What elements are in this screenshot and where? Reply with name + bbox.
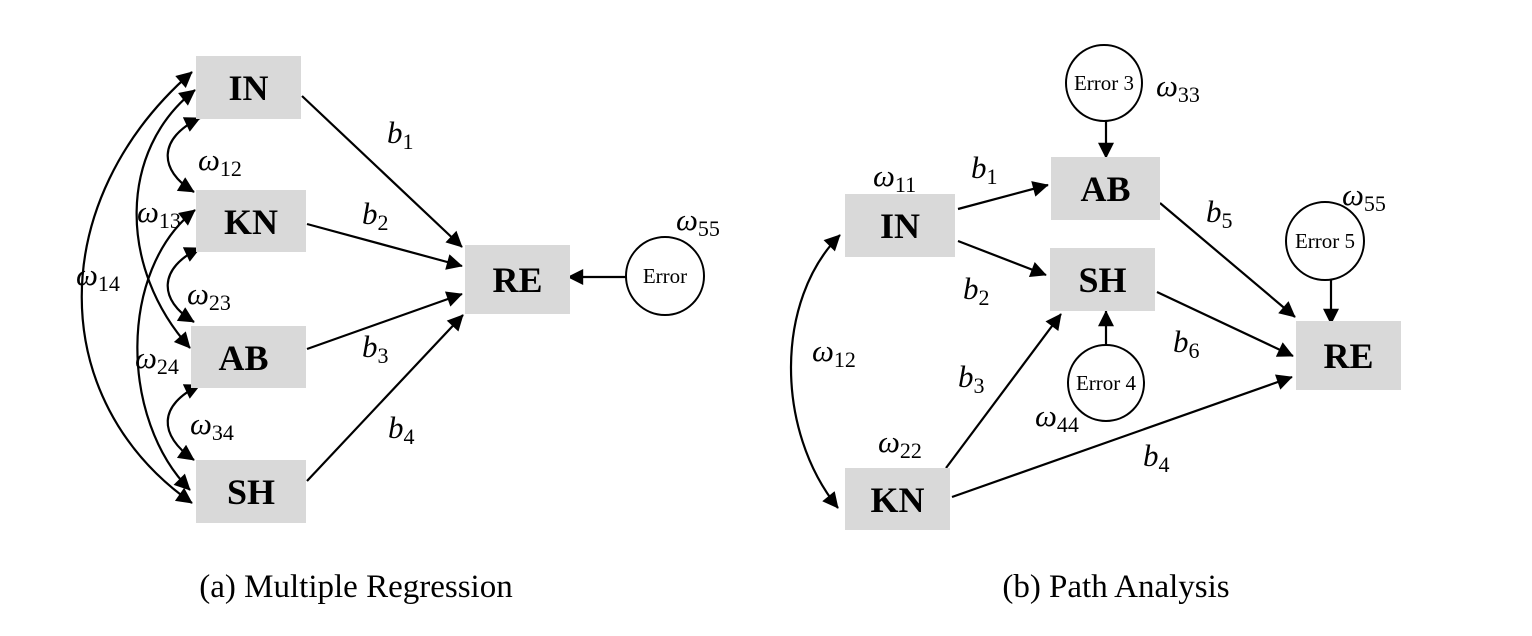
coef-w34: ω34 <box>190 406 234 445</box>
error-4-node: Error 4 <box>1067 344 1145 422</box>
panel-a-covariances <box>80 71 201 504</box>
coef-b-w11: ω11 <box>873 158 916 197</box>
node-sh-b-label: SH <box>1078 260 1126 300</box>
error-4-label: Error 4 <box>1076 371 1137 395</box>
path-in-re-arrow <box>301 95 463 248</box>
cov-in-ab-arrow <box>135 89 196 349</box>
panel-a-multiple-regression: IN KN AB SH RE Error ω12 ω13 ω14 ω23 ω2 <box>76 56 720 605</box>
cov-kn-sh-arrow <box>136 209 196 491</box>
node-in-b: IN <box>845 194 955 257</box>
node-kn-b: KN <box>845 468 950 530</box>
error-label: Error <box>643 264 687 288</box>
coef-b-b5: b5 <box>1206 194 1233 233</box>
path-in-sh-arrow <box>957 239 1047 277</box>
caption-a: (a) Multiple Regression <box>199 569 512 605</box>
path-ab-re-arrow-b <box>1159 202 1296 318</box>
panel-a-paths <box>301 95 626 482</box>
node-ab: AB <box>191 326 306 388</box>
error-5-label: Error 5 <box>1295 229 1355 253</box>
cov-in-kn-arrow <box>166 117 201 193</box>
coef-b-b1: b1 <box>971 150 998 189</box>
node-in-label: IN <box>228 68 268 108</box>
coef-w23: ω23 <box>187 276 231 315</box>
coef-w24: ω24 <box>135 340 179 379</box>
coef-w13: ω13 <box>137 194 181 233</box>
node-in-b-label: IN <box>880 206 920 246</box>
path-sh-re-arrow-b <box>1156 291 1294 357</box>
node-ab-label: AB <box>218 338 268 378</box>
node-kn-b-label: KN <box>871 480 925 520</box>
node-ab-b-label: AB <box>1080 169 1130 209</box>
coef-b-b4: b4 <box>1143 438 1170 477</box>
node-re-b-label: RE <box>1323 336 1373 376</box>
cov-in-sh-arrow <box>80 71 193 504</box>
coef-b-b6: b6 <box>1173 324 1200 363</box>
node-kn: KN <box>196 190 306 252</box>
error-3-node: Error 3 <box>1065 44 1143 122</box>
coef-b-w12: ω12 <box>812 333 856 372</box>
node-sh-label: SH <box>227 472 275 512</box>
path-kn-sh-arrow <box>945 313 1062 469</box>
coef-b2: b2 <box>362 196 389 235</box>
coef-b-w22: ω22 <box>878 424 922 463</box>
coef-b4: b4 <box>388 410 415 449</box>
path-sh-re-arrow <box>306 314 464 482</box>
panel-b-path-analysis: IN KN AB SH RE Error 3 Error 4 Error 5 <box>789 44 1401 605</box>
coef-b-w44: ω44 <box>1035 398 1079 437</box>
path-in-ab-arrow <box>957 181 1049 211</box>
panel-b-paths <box>789 121 1339 509</box>
cov-in-kn-arrow-b <box>789 234 841 509</box>
path-kn-re-arrow <box>306 222 463 270</box>
node-sh: SH <box>196 460 306 523</box>
coef-b3: b3 <box>362 329 389 368</box>
node-re-label: RE <box>492 260 542 300</box>
node-kn-label: KN <box>224 202 278 242</box>
coef-w14: ω14 <box>76 257 120 296</box>
panel-b-coefficients: ω11 ω12 ω22 ω33 ω44 ω55 b1 b2 b3 b4 b5 b… <box>812 68 1386 477</box>
coef-b-w55: ω55 <box>1342 177 1386 216</box>
error-5-node: Error 5 <box>1285 201 1365 281</box>
panel-a-coefficients: ω12 ω13 ω14 ω23 ω24 ω34 ω55 b1 b2 b3 b4 <box>76 115 720 449</box>
coef-b-w33: ω33 <box>1156 68 1200 107</box>
coef-w55: ω55 <box>676 202 720 241</box>
error-node: Error <box>625 236 705 316</box>
node-in: IN <box>196 56 301 119</box>
path-kn-re-arrow-b <box>951 374 1293 499</box>
path-ab-re-arrow <box>306 291 463 351</box>
coef-b1: b1 <box>387 115 414 154</box>
node-re: RE <box>465 245 570 314</box>
node-re-b: RE <box>1296 321 1401 390</box>
node-sh-b: SH <box>1050 248 1155 311</box>
error-3-label: Error 3 <box>1074 71 1134 95</box>
coef-w12: ω12 <box>198 142 242 181</box>
caption-b: (b) Path Analysis <box>1002 569 1229 605</box>
coef-b-b2: b2 <box>963 271 990 310</box>
coef-b-b3: b3 <box>958 359 985 398</box>
node-ab-b: AB <box>1051 157 1160 220</box>
